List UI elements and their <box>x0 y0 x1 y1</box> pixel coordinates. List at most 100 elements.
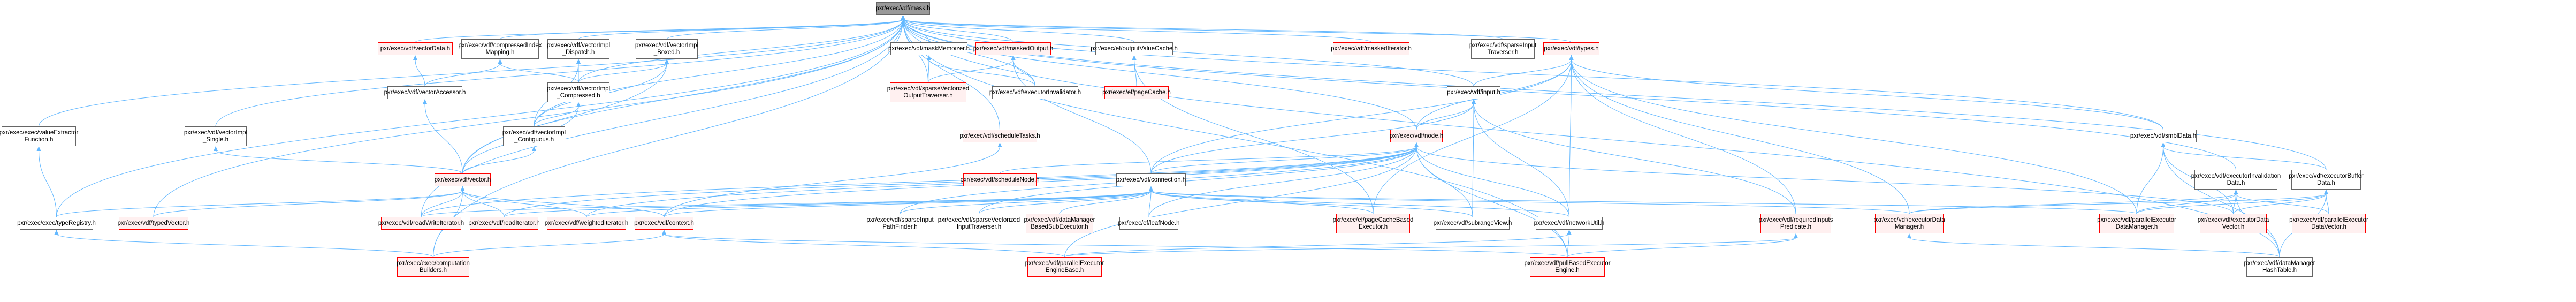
graph-node-vectorAccessor[interactable]: pxr/exec/vdf/vectorAccessor.h <box>384 86 466 99</box>
graph-node-types[interactable]: pxr/exec/vdf/types.h <box>1543 42 1599 55</box>
graph-node-dataManagerHashTable[interactable]: pxr/exec/vdf/dataManager HashTable.h <box>2244 257 2315 277</box>
edge-vectorImplBoxed-to-mask <box>666 19 903 40</box>
edge-maskedOutput-to-mask <box>903 19 1013 43</box>
graph-node-networkUtil[interactable]: pxr/exec/vdf/networkUtil.h <box>1534 217 1604 230</box>
edge-vector-to-vectorImplContiguous <box>462 150 535 174</box>
graph-node-vectorImplContiguous[interactable]: pxr/exec/vdf/vectorImpl _Contiguous.h <box>502 126 566 146</box>
arrowhead-icon <box>498 59 502 64</box>
graph-node-parallelExecutorDataManager[interactable]: pxr/exec/vdf/parallelExecutor DataManage… <box>2097 214 2176 233</box>
edge-pageCacheBasedExecutor-to-outputValueCache <box>1134 59 1374 214</box>
edge-readWriteIterator-to-connection <box>421 190 1152 217</box>
graph-node-parallelExecutorDataVector[interactable]: pxr/exec/vdf/parallelExecutor DataVector… <box>2289 214 2368 233</box>
graph-node-scheduleNode[interactable]: pxr/exec/vdf/scheduleNode.h <box>960 173 1040 186</box>
graph-node-vectorData[interactable]: pxr/exec/vdf/vectorData.h <box>378 42 453 55</box>
graph-node-pullBasedExecutorEngine[interactable]: pxr/exec/vdf/pullBasedExecutor Engine.h <box>1524 257 1611 277</box>
graph-node-vectorImplSingle[interactable]: pxr/exec/vdf/vectorImpl _Single.h <box>184 126 247 146</box>
edge-executorInvalidator-to-maskMemoizer <box>928 59 1035 87</box>
graph-node-parallelExecutorEngineBase[interactable]: pxr/exec/vdf/parallelExecutor EngineBase… <box>1025 257 1104 277</box>
edge-context-to-connection <box>664 190 1152 217</box>
graph-node-vectorImplBoxed[interactable]: pxr/exec/vdf/vectorImpl _Boxed.h <box>635 39 698 59</box>
graph-node-vectorImplDispatch[interactable]: pxr/exec/vdf/vectorImpl _Dispatch.h <box>547 39 610 59</box>
edge-executorDataManager-to-connection <box>1150 190 1910 214</box>
arrowhead-icon <box>460 186 465 191</box>
edge-input-to-types <box>1473 59 1572 87</box>
graph-node-input[interactable]: pxr/exec/vdf/input.h <box>1447 86 1500 99</box>
graph-node-maskMemoizer[interactable]: pxr/exec/vdf/maskMemoizer.h <box>888 42 970 55</box>
arrowhead-icon <box>665 59 669 64</box>
graph-node-vector[interactable]: pxr/exec/vdf/vector.h <box>435 173 491 186</box>
graph-node-connection[interactable]: pxr/exec/vdf/connection.h <box>1116 173 1186 186</box>
graph-node-requiredInputsPredicate[interactable]: pxr/exec/vdf/requiredInputs Predicate.h <box>1759 214 1833 233</box>
graph-node-outputValueCache[interactable]: pxr/exec/ef/outputValueCache.h <box>1091 42 1178 55</box>
arrowhead-icon <box>2161 142 2166 147</box>
graph-node-typeRegistry[interactable]: pxr/exec/exec/typeRegistry.h <box>17 217 96 230</box>
arrowhead-icon <box>2324 190 2328 194</box>
edge-scheduleTasks-to-mask <box>903 19 1000 130</box>
edge-networkUtil-to-input <box>1473 103 1569 217</box>
graph-node-leafNode[interactable]: pxr/exec/ef/leafNode.h <box>1118 217 1180 230</box>
graph-node-sparseInputTraverser[interactable]: pxr/exec/vdf/sparseInput Traverser.h <box>1469 39 1536 59</box>
edge-context-to-scheduleTasks <box>664 146 1000 217</box>
graph-node-pageCache[interactable]: pxr/exec/ef/pageCache.h <box>1102 86 1171 99</box>
graph-node-node[interactable]: pxr/exec/vdf/node.h <box>1390 130 1443 142</box>
graph-node-vectorImplCompressed[interactable]: pxr/exec/vdf/vectorImpl _Compressed.h <box>547 82 610 102</box>
edge-connection-to-input <box>1150 103 1474 174</box>
edge-dataManagerHashTable-to-smblData <box>2163 146 2280 258</box>
arrowhead-icon <box>662 230 666 235</box>
edge-readWriteIterator-to-vector <box>421 190 463 217</box>
graph-node-dataManagerBasedSubExecutor[interactable]: pxr/exec/vdf/dataManager BasedSubExecuto… <box>1024 214 1095 233</box>
arrowhead-icon <box>1414 142 1419 147</box>
graph-node-executorDataManager[interactable]: pxr/exec/vdf/executorData Manager.h <box>1873 214 1945 233</box>
edge-computationBuilders-to-context <box>433 233 665 258</box>
edge-vector-to-vectorImplSingle <box>215 150 463 174</box>
arrowhead-icon <box>576 59 581 64</box>
edge-readWriteIterator-to-node <box>421 146 1417 217</box>
edge-requiredInputsPredicate-to-input <box>1473 103 1796 214</box>
graph-node-executorInvalidationData[interactable]: pxr/exec/vdf/executorInvalidation Data.h <box>2191 170 2281 190</box>
graph-node-pageCacheBasedExecutor[interactable]: pxr/exec/ef/pageCacheBased Executor.h <box>1333 214 1413 233</box>
edge-parallelExecutorEngineBase-to-context <box>664 233 1065 258</box>
arrowhead-icon <box>36 146 41 151</box>
graph-node-executorInvalidator[interactable]: pxr/exec/vdf/executorInvalidator.h <box>989 86 1081 99</box>
edge-parallelExecutorDataVector-to-executorInvalidationData <box>2236 193 2329 214</box>
graph-node-subrangeView[interactable]: pxr/exec/vdf/subrangeView.h <box>1434 217 1512 230</box>
graph-node-smblData[interactable]: pxr/exec/vdf/smblData.h <box>2130 130 2197 142</box>
edge-typeRegistry-to-valueExtractorFunction <box>39 150 57 217</box>
edge-subrangeView-to-connection <box>1150 190 1473 217</box>
graph-node-typedVector[interactable]: pxr/exec/vdf/typedVector.h <box>118 217 189 230</box>
graph-node-readIterator[interactable]: pxr/exec/vdf/readIterator.h <box>468 217 540 230</box>
edge-computationBuilders-to-typeRegistry <box>56 233 433 258</box>
edge-vectorAccessor-to-compressedIndexMapping <box>424 63 500 87</box>
arrowhead-icon <box>901 15 905 20</box>
edge-sparseInputPathFinder-to-connection <box>900 190 1152 214</box>
edge-vector-to-vectorImplBoxed <box>462 63 667 174</box>
edge-vectorImplCompressed-to-compressedIndexMapping <box>500 63 579 83</box>
graph-node-valueExtractorFunction[interactable]: pxr/exec/exec/valueExtractor Function.h <box>0 126 78 146</box>
edge-pullBasedExecutorEngine-to-node <box>1416 146 1568 258</box>
graph-node-computationBuilders[interactable]: pxr/exec/exec/computation Builders.h <box>397 257 470 277</box>
edge-node-to-mask <box>903 19 1417 130</box>
edge-executorBufferData-to-smblData <box>2163 146 2327 170</box>
graph-node-sparseVectorizedInputTraverser[interactable]: pxr/exec/vdf/sparseVectorized InputTrave… <box>938 214 1020 233</box>
arrowhead-icon <box>1794 233 1798 238</box>
graph-node-scheduleTasks[interactable]: pxr/exec/vdf/scheduleTasks.h <box>959 130 1040 142</box>
edge-subrangeView-to-input <box>1472 103 1474 217</box>
edge-vectorAccessor-to-vectorData <box>415 59 425 87</box>
edge-dataManagerHashTable-to-executorDataManager <box>1909 237 2280 258</box>
graph-node-sparseInputPathFinder[interactable]: pxr/exec/vdf/sparseInput PathFinder.h <box>866 214 934 233</box>
graph-node-executorDataVector[interactable]: pxr/exec/vdf/executorData Vector.h <box>2198 214 2269 233</box>
graph-node-readWriteIterator[interactable]: pxr/exec/vdf/readWriteIterator.h <box>378 217 464 230</box>
edge-smblData-to-mask <box>903 19 2163 130</box>
graph-node-maskedOutput[interactable]: pxr/exec/vdf/maskedOutput.h <box>973 42 1053 55</box>
graph-node-maskedIterator[interactable]: pxr/exec/vdf/maskedIterator.h <box>1331 42 1412 55</box>
graph-node-sparseVectorizedOutputTraverser[interactable]: pxr/exec/vdf/sparseVectorized OutputTrav… <box>887 82 969 102</box>
graph-node-weightedIterator[interactable]: pxr/exec/vdf/weightedIterator.h <box>545 217 628 230</box>
edge-parallelExecutorDataManager-to-connection <box>1150 190 2137 214</box>
graph-node-executorBufferData[interactable]: pxr/exec/vdf/executorBuffer Data.h <box>2289 170 2364 190</box>
edge-pullBasedExecutorEngine-to-context <box>664 233 1568 258</box>
edge-context-to-vector <box>462 190 665 217</box>
edge-typedVector-to-vector <box>153 190 463 217</box>
graph-node-context[interactable]: pxr/exec/vdf/context.h <box>634 217 694 230</box>
graph-node-compressedIndexMapping[interactable]: pxr/exec/vdf/compressedIndex Mapping.h <box>459 39 542 59</box>
